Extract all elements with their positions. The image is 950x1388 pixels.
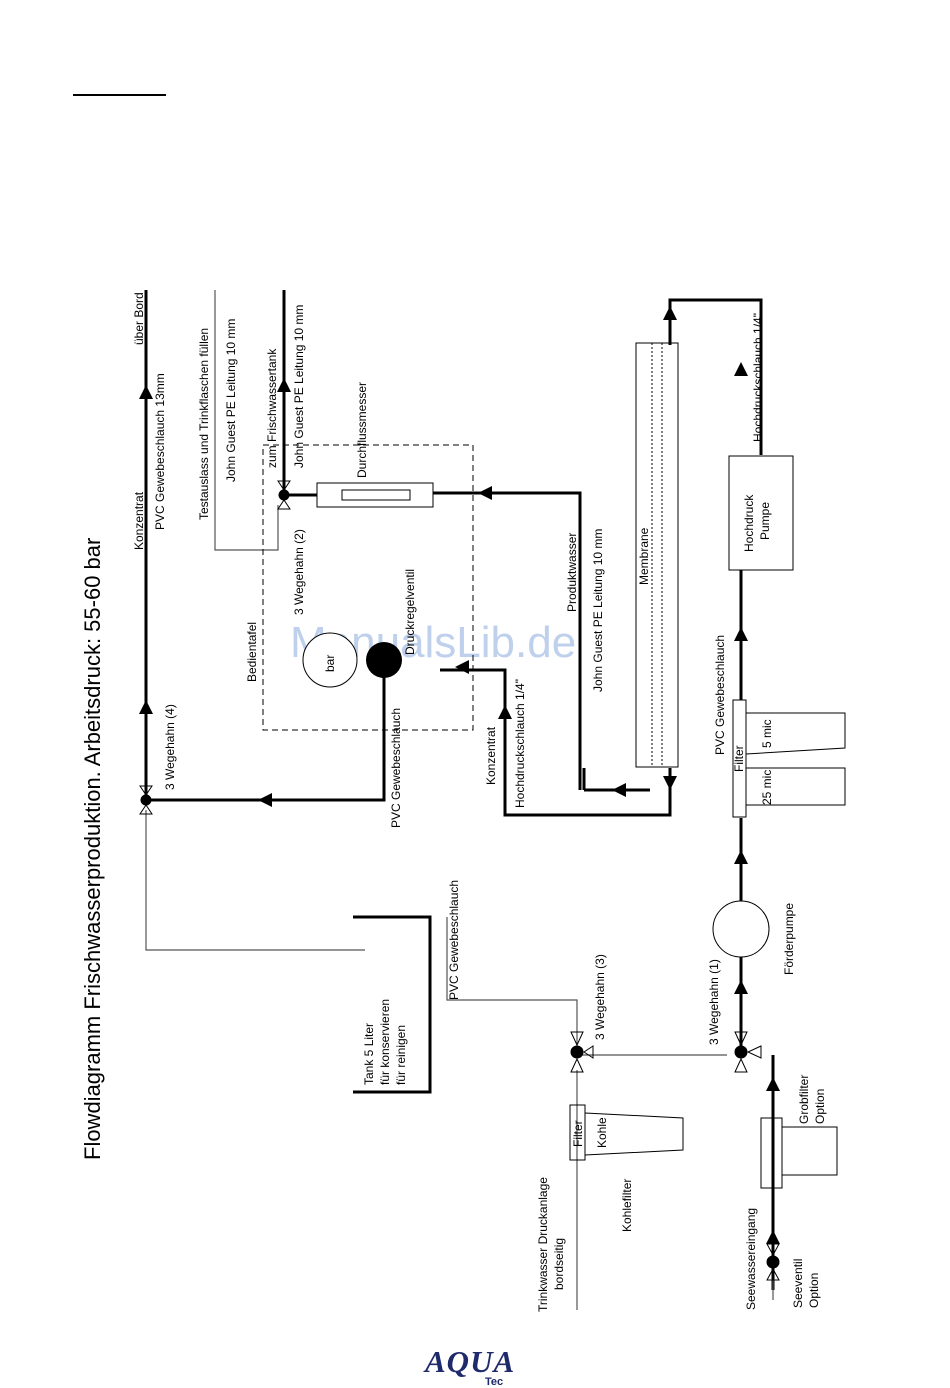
label-wegehahn-3: 3 Wegehahn (3): [593, 954, 607, 1040]
label-john-guest-3: John Guest PE Leitung 10 mm: [591, 529, 605, 692]
valve-4: [139, 785, 153, 815]
label-5-mic: 5 mic: [760, 719, 774, 748]
logo-main-text: AQUA: [425, 1344, 516, 1379]
label-ueber-bord: über Bord: [132, 292, 146, 345]
top-rule: [73, 94, 166, 96]
coarse-filter: [760, 1117, 838, 1189]
carbon-filter: [569, 1104, 684, 1161]
thin-pipes: [145, 290, 774, 1310]
valve-3: [570, 1031, 594, 1073]
label-produktwasser: Produktwasser: [565, 533, 579, 612]
aquatec-logo: AQUA Tec: [425, 1344, 535, 1388]
label-membrane: Membrane: [637, 527, 651, 585]
label-kohlefilter: Kohlefilter: [620, 1179, 634, 1232]
label-option-1: Option: [813, 1089, 827, 1124]
label-bar: bar: [323, 655, 337, 672]
label-konzentrat-mid: Konzentrat: [484, 726, 498, 785]
label-grobfilter: Grobfilter: [797, 1075, 811, 1124]
label-option-2: Option: [807, 1273, 821, 1308]
label-bedientafel: Bedientafel: [245, 622, 259, 682]
label-wegehahn-2: 3 Wegehahn (2): [292, 529, 306, 615]
label-wegehahn-4: 3 Wegehahn (4): [163, 704, 177, 790]
label-foerderpumpe: Förderpumpe: [782, 903, 796, 975]
label-25-mic: 25 mic: [760, 770, 774, 805]
logo-sub-text: Tec: [485, 1376, 504, 1388]
label-seeventil: Seeventil: [791, 1259, 805, 1308]
label-pvc-gewebe-2: PVC Gewebeschlauch: [713, 635, 727, 755]
label-hochdruck-b: Hochdruckschlauch 1/4": [751, 313, 765, 442]
label-hochdruck-pumpe-2: Pumpe: [758, 502, 772, 540]
valve-2: [277, 480, 291, 510]
label-durchflussmesser: Durchflussmesser: [355, 382, 369, 478]
label-john-guest-1: John Guest PE Leitung 10 mm: [224, 319, 238, 482]
label-konzentrat-top: Konzentrat: [132, 491, 146, 550]
pressure-regulator: [366, 642, 402, 678]
label-zum-frischwassertank: zum Frischwassertank: [265, 348, 279, 468]
main-pipes: [144, 290, 775, 1290]
label-filter-main: Filter: [732, 745, 746, 772]
valves: [139, 480, 780, 1281]
main-filter: [732, 699, 846, 818]
label-hochdruck-pumpe-1: Hochdruck: [742, 494, 756, 552]
label-pvc-gewebe-1: PVC Gewebeschlauch: [389, 708, 403, 828]
membrane: [635, 342, 679, 768]
label-pvc-gewebe-3: PVC Gewebeschlauch: [447, 880, 461, 1000]
label-tank-1: Tank 5 Liter: [362, 1023, 376, 1085]
high-pressure-pump: [728, 455, 794, 571]
label-tank-3: für reinigen: [394, 1025, 408, 1085]
label-wegehahn-1: 3 Wegehahn (1): [707, 959, 721, 1045]
label-trinkwasser: Trinkwasser Druckanlage: [536, 1177, 550, 1312]
label-kohle: Kohle: [595, 1117, 609, 1148]
label-filter-kohle: Filter: [571, 1120, 585, 1147]
label-pvc-13mm: PVC Gewebeschlauch 13mm: [153, 373, 167, 530]
label-hochdruck-a: Hochdruckschlauch 1/4": [513, 679, 527, 808]
seeventil: [766, 1243, 780, 1281]
control-panel-box: [262, 444, 474, 731]
valve-1: [734, 1031, 762, 1073]
diagram-title: Flowdiagramm Frischwasserproduktion. Arb…: [80, 538, 105, 1160]
label-tank-2: für konservieren: [378, 999, 392, 1085]
label-john-guest-2: John Guest PE Leitung 10 mm: [292, 305, 306, 468]
label-druckregelventil: Druckregelventil: [403, 569, 417, 655]
labels: über Bord PVC Gewebeschlauch 13mm Konzen…: [132, 292, 827, 1312]
feed-pump: [712, 900, 770, 958]
label-seewassereingang: Seewassereingang: [744, 1208, 758, 1310]
label-testauslass: Testauslass und Trinkflaschen füllen: [197, 328, 211, 520]
flow-meter: [316, 482, 434, 508]
flow-arrows: [139, 306, 780, 1244]
label-bordseitig: bordseitig: [552, 1238, 566, 1290]
pressure-gauge: [302, 632, 358, 688]
